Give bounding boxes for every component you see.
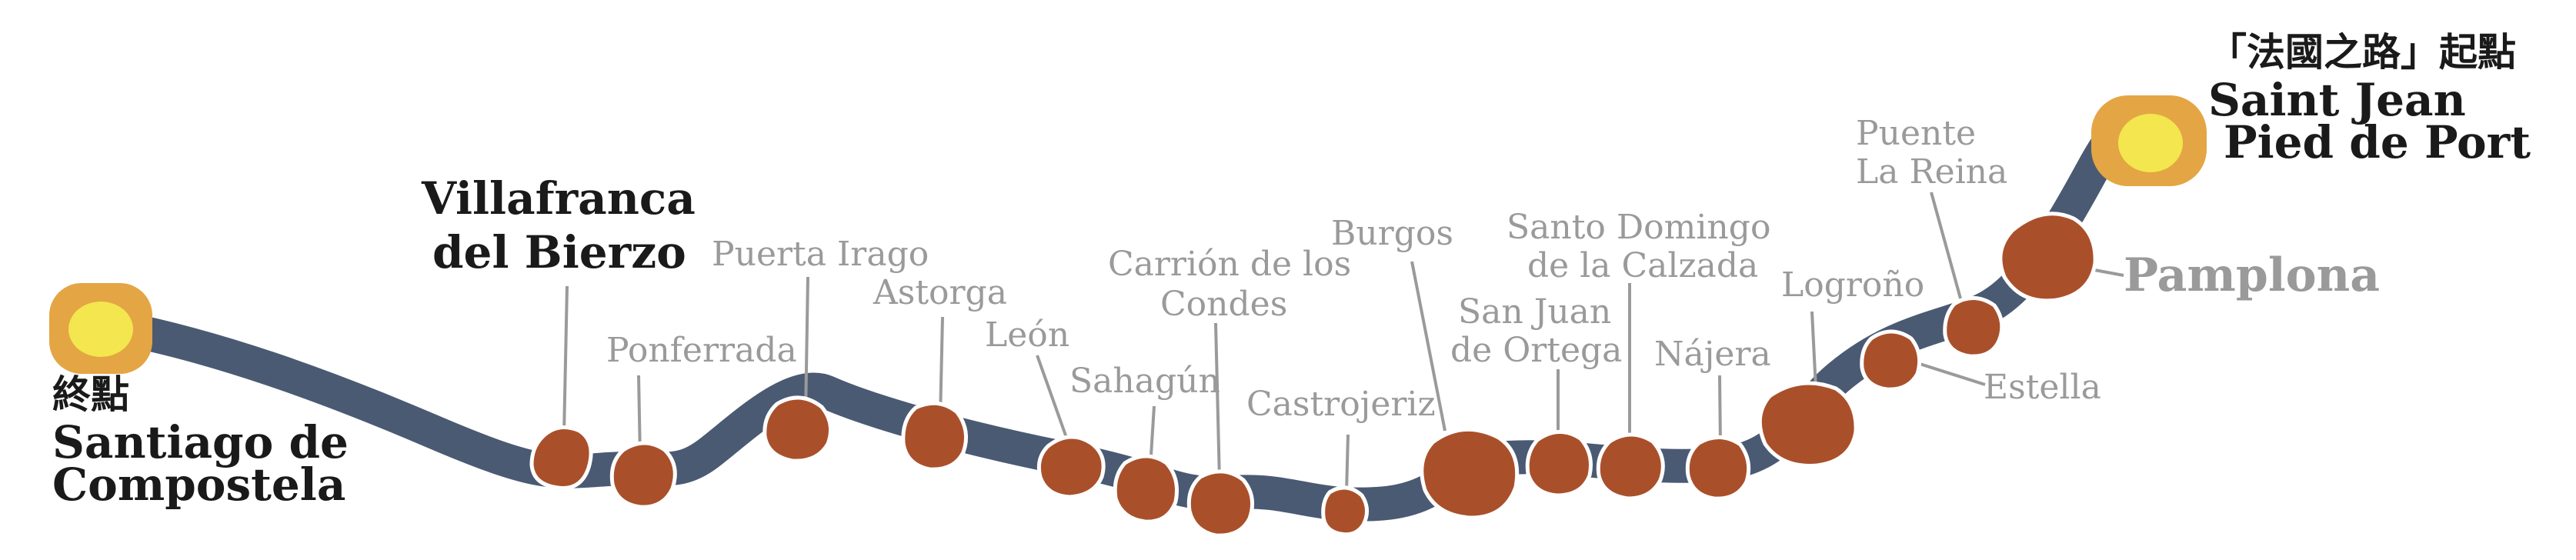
end-name-line2: Compostela <box>52 458 345 511</box>
end-marker <box>49 283 152 374</box>
label-san-juan-line2: de Ortega <box>1450 331 1622 370</box>
stone-sahagun <box>1113 454 1179 524</box>
stop-markers <box>529 212 2097 538</box>
label-logrono: Logroño <box>1781 265 1924 305</box>
label-sahagun: Sahagún <box>1069 362 1220 401</box>
label-pamplona: Pamplona <box>2124 248 2380 302</box>
label-puente-line2: La Reina <box>1856 152 2007 192</box>
stone-leon <box>1036 435 1106 499</box>
stone-san-juan <box>1525 430 1593 498</box>
label-estella: Estella <box>1984 368 2101 407</box>
label-santo-domingo-line1: Santo Domingo <box>1507 208 1770 247</box>
leader-puente <box>1930 192 1962 299</box>
label-puerta-irago: Puerta Irago <box>712 235 929 274</box>
stone-burgos <box>1420 427 1520 520</box>
start-name-line2: Pied de Port <box>2224 116 2531 168</box>
label-carrion-line2: Condes <box>1160 285 1287 324</box>
start-name-line1: Saint Jean <box>2208 74 2466 126</box>
start-marker <box>2091 95 2207 186</box>
stone-castrojeriz <box>1321 485 1369 537</box>
stone-santo-domingo <box>1596 432 1665 501</box>
label-san-juan-line1: San Juan <box>1458 292 1611 332</box>
label-najera: Nájera <box>1654 335 1771 374</box>
leader-villafranca <box>562 285 569 435</box>
label-castrojeriz: Castrojeriz <box>1246 385 1436 424</box>
label-puente-line1: Puente <box>1856 114 1976 153</box>
end-title: 終點 <box>52 372 129 417</box>
label-astorga: Astorga <box>873 273 1007 312</box>
label-ponferrada: Ponferrada <box>606 331 797 370</box>
label-carrion-line1: Carrión de los <box>1108 245 1351 284</box>
label-villafranca-line1: Villafranca <box>421 172 696 225</box>
label-santo-domingo-line2: de la Calzada <box>1527 246 1758 285</box>
stone-villafranca <box>529 425 593 490</box>
leader-leon <box>1036 355 1071 447</box>
start-title: 「法國之路」起點 <box>2208 29 2516 75</box>
leader-puerta-irago <box>804 276 809 416</box>
stone-logrono <box>1757 381 1858 468</box>
leader-castrojeriz <box>1345 434 1350 493</box>
end-name-line1: Santiago de <box>52 416 349 468</box>
leader-logrono <box>1810 311 1817 389</box>
stone-carrion <box>1186 469 1255 538</box>
stone-puente <box>1943 296 2004 358</box>
stone-najera <box>1685 435 1751 501</box>
stone-estella <box>1860 329 1922 392</box>
label-villafranca-line2: del Bierzo <box>432 226 686 278</box>
stone-pamplona <box>1998 212 2097 303</box>
stone-astorga <box>901 401 969 472</box>
stone-ponferrada <box>609 441 677 509</box>
label-burgos: Burgos <box>1331 214 1453 253</box>
labels: 「法國之路」起點 Saint Jean Pied de Port 終點 Sant… <box>52 29 2531 511</box>
leader-carrion <box>1214 322 1221 482</box>
label-leon: León <box>985 315 1069 355</box>
stone-puerta-irago <box>762 395 833 463</box>
leader-burgos <box>1410 261 1446 432</box>
